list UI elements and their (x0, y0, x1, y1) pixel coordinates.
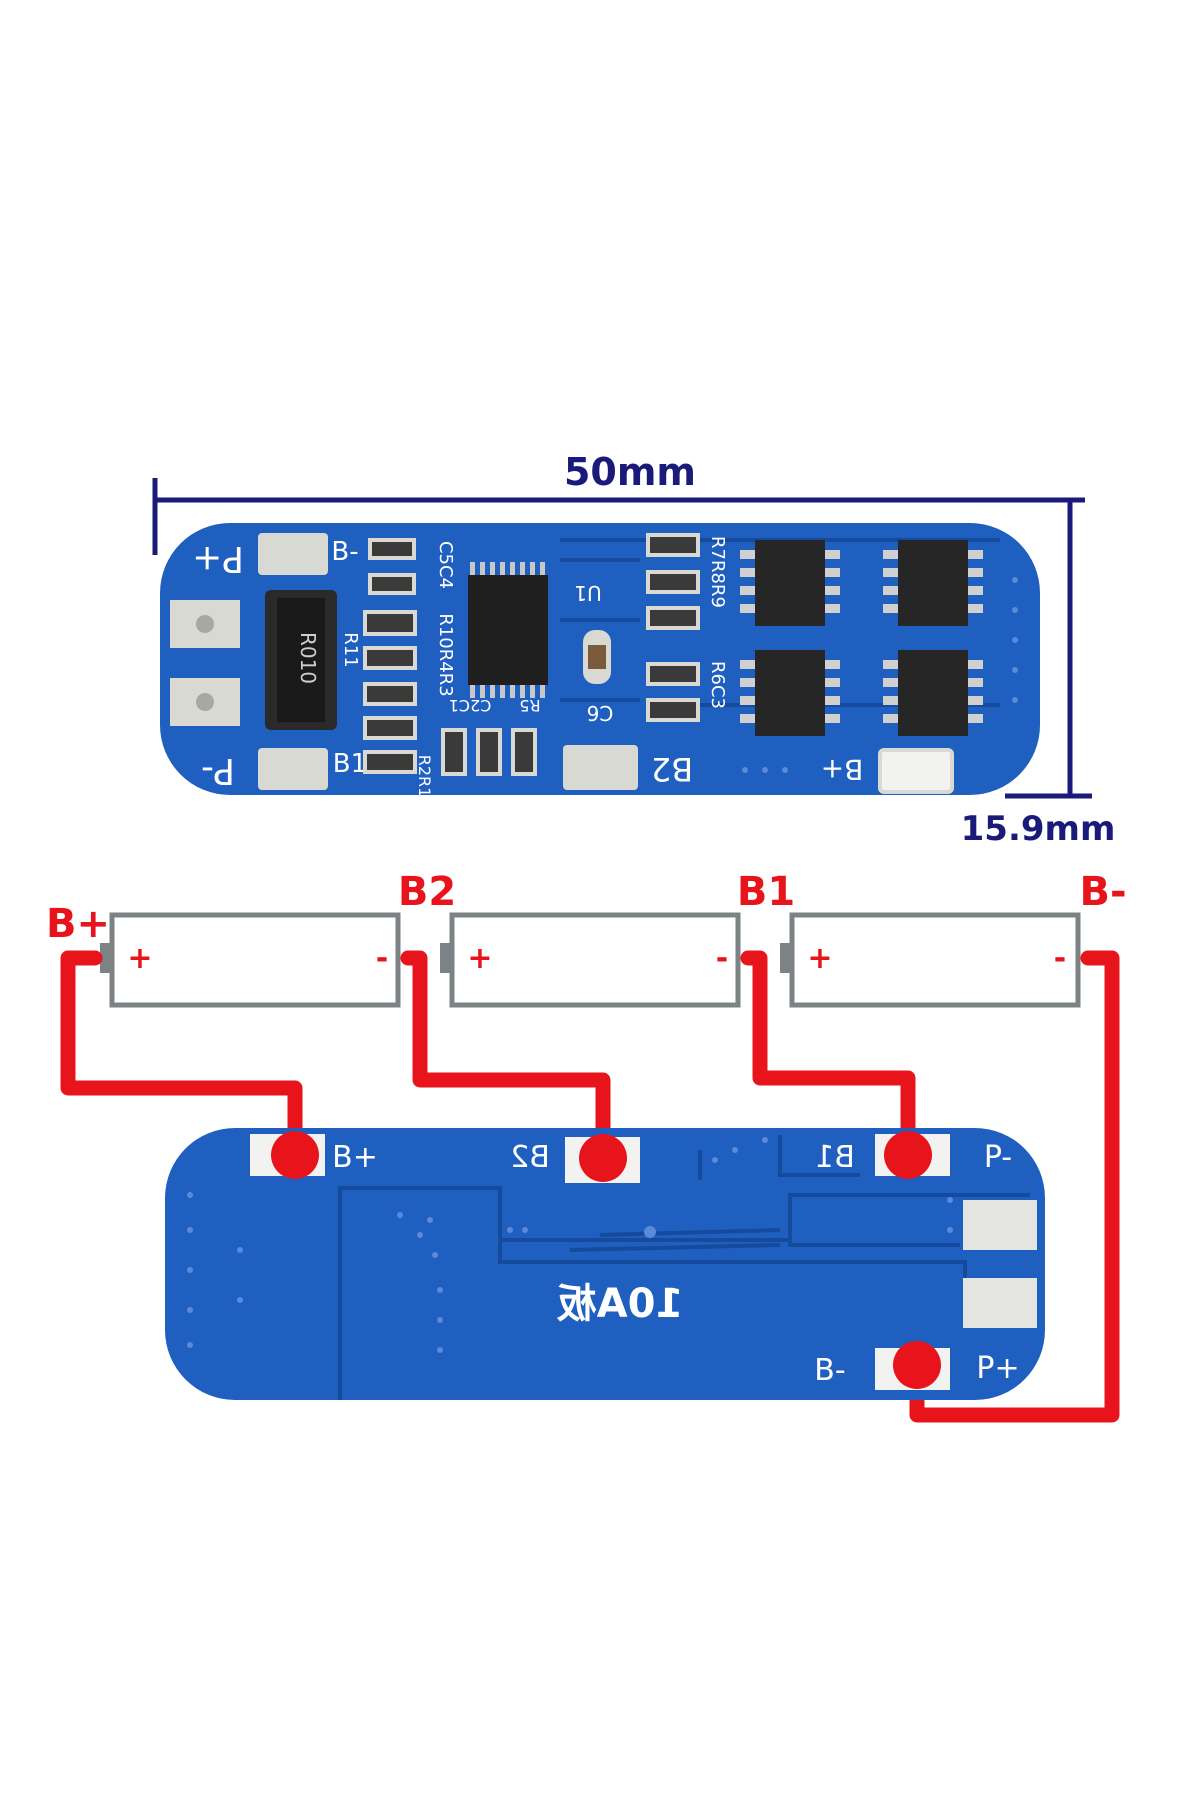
bottom-pcb-vias (187, 1137, 953, 1353)
pad-top-b2 (563, 745, 638, 790)
label-r11: R11 (340, 632, 361, 667)
label-u1: U1 (574, 581, 601, 605)
label-r2r1: R2R1 (415, 755, 434, 798)
label-bottom-b-minus: B- (814, 1353, 845, 1388)
mosfet-array (740, 540, 983, 736)
dimension-annotations: 50mm 15.9mm (152, 450, 1116, 849)
smd-c1 (476, 728, 502, 776)
label-c5c4: C5C4 (435, 541, 456, 589)
smd-r3 (363, 682, 417, 706)
ic-u1-pins (470, 562, 545, 698)
label-top-p-minus: P- (201, 750, 235, 791)
solder-b-minus (893, 1341, 941, 1389)
height-dimension-label: 15.9mm (961, 809, 1116, 849)
wire-b-plus (60, 950, 303, 1158)
battery-cell-3: + - (780, 912, 1081, 1008)
wire-b2 (400, 950, 611, 1163)
label-r10r4r3: R10R4R3 (435, 613, 456, 696)
label-bottom-rating: 10A板 (557, 1281, 684, 1327)
node-label-b-minus: B- (1079, 869, 1126, 915)
cell-2-plus: + (467, 941, 492, 976)
smd-c4 (368, 573, 416, 595)
node-label-b1: B1 (737, 869, 795, 915)
label-bottom-b-plus: B+ (332, 1140, 378, 1175)
battery-cell-2: + - (440, 912, 741, 1008)
label-bottom-b2: B2 (510, 1140, 550, 1175)
smd-passives-right (646, 533, 700, 722)
cell-2-minus: - (716, 941, 728, 976)
top-pcb-vias (742, 577, 1018, 773)
label-top-b-plus: B+ (821, 753, 864, 786)
pad-left-1-hole (196, 615, 214, 633)
wire-b1 (740, 950, 916, 1158)
smd-passives-left (363, 538, 537, 776)
label-top-b-minus: B- (331, 537, 358, 567)
cell-3-plus: + (807, 941, 832, 976)
pad-p-minus (258, 748, 328, 790)
node-label-b-plus: B+ (46, 901, 110, 947)
label-top-p-plus: P+ (192, 538, 244, 579)
width-dimension-label: 50mm (564, 450, 696, 494)
smd-r4 (363, 646, 417, 670)
smd-c2 (441, 728, 467, 776)
label-top-b2: B2 (651, 750, 693, 788)
pad-left-2-hole (196, 693, 214, 711)
mosfet-4 (883, 650, 983, 736)
pad-p-plus (258, 533, 328, 575)
pad-top-b-plus (878, 748, 954, 794)
bottom-pcb-board: B+ B2 B1 P- B- P+ 10A板 (165, 1128, 1045, 1400)
shunt-resistor-marking: R010 (296, 632, 320, 684)
mosfet-3 (740, 650, 840, 736)
smd-r2 (363, 716, 417, 740)
label-c2c1: C2C1 (449, 696, 492, 715)
ic-u1 (468, 562, 548, 698)
label-bottom-b1: B1 (815, 1140, 855, 1175)
battery-cell-1: + - (100, 912, 401, 1008)
solder-b1 (884, 1131, 932, 1179)
solder-b-plus (271, 1131, 319, 1179)
smd-r1 (363, 750, 417, 774)
pad-bottom-p-side (963, 1278, 1037, 1328)
solder-b2 (579, 1134, 627, 1182)
mosfet-2 (883, 540, 983, 626)
mosfet-1 (740, 540, 840, 626)
capacitor-c6-body (588, 645, 606, 669)
label-bottom-p-minus: P- (984, 1140, 1012, 1175)
label-r7r8r9: R7R8R9 (707, 536, 728, 608)
smd-c5 (368, 538, 416, 560)
cell-3-minus: - (1054, 941, 1066, 976)
cell-1-minus: - (376, 941, 388, 976)
label-top-b1: B1 (333, 749, 367, 779)
label-bottom-p-plus: P+ (976, 1351, 1019, 1386)
ic-u1-body (468, 575, 548, 685)
smd-r10 (363, 610, 417, 636)
node-label-b2: B2 (398, 869, 456, 915)
smd-r5 (511, 728, 537, 776)
label-c6: C6 (587, 701, 614, 725)
pad-bottom-p-minus (963, 1200, 1037, 1250)
shunt-resistor-body (277, 598, 325, 722)
top-pcb-board: P+ P- B- B1 R010 R11 C5C4 R10R4R3 C2C1 R… (160, 523, 1040, 797)
solder-points (271, 1131, 941, 1389)
cell-1-plus: + (127, 941, 152, 976)
label-r5: R5 (519, 696, 540, 715)
label-r6c3: R6C3 (707, 661, 728, 709)
